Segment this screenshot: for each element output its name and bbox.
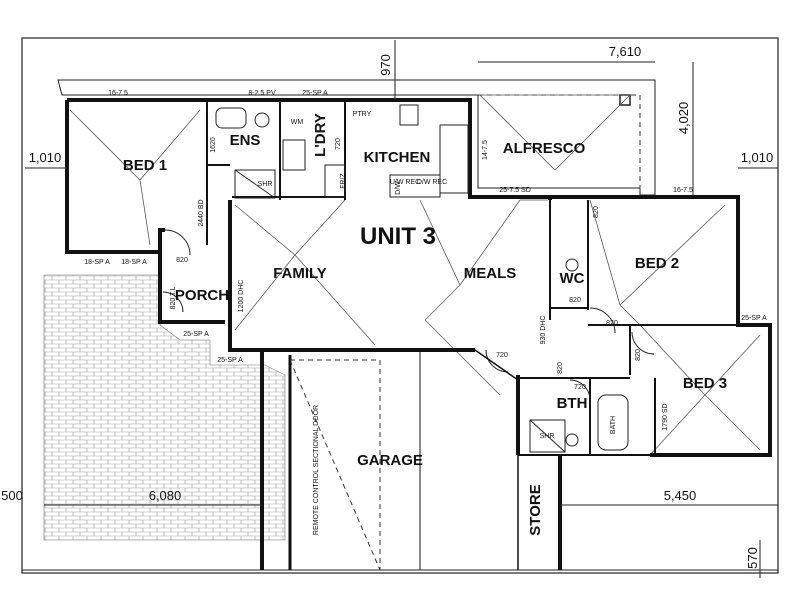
annotation-pantry: PTRY: [353, 111, 372, 118]
annotation-door-bed1: 820: [176, 257, 188, 264]
annotation-window-bed2: 16-7.5: [673, 187, 693, 194]
annotation-door-alfresco: 25-7.5 SD: [499, 187, 531, 194]
annotation-underbench-rec: U/W REC: [390, 179, 420, 186]
annotation-shower-ens: SHR: [258, 181, 273, 188]
annotation-door-wc-bottom: 820: [569, 297, 581, 304]
unit-title: UNIT 3: [360, 223, 436, 250]
annotation-opening-hall: 930 DHC: [540, 316, 547, 345]
annotation-door-wc-top: 820: [593, 206, 600, 218]
annotation-fridge: FR/Z: [340, 173, 347, 189]
room-label-wc: WC: [560, 270, 585, 287]
annotation-door-bed3: 820: [635, 349, 642, 361]
dimension-5450: 5,450: [664, 488, 697, 503]
annotation-bench-720: 720: [335, 138, 342, 150]
room-label-ens: ENS: [230, 132, 261, 149]
room-label-alfresco: ALFRESCO: [503, 140, 586, 157]
room-label-bed2: BED 2: [635, 255, 679, 272]
dimension-500: 500: [1, 488, 23, 503]
room-label-bed1: BED 1: [123, 157, 167, 174]
annotation-window-kitchen: 14-7.5: [482, 140, 489, 160]
annotation-robe-bed1: 2440 BD: [198, 199, 205, 226]
door-swings: [162, 229, 655, 401]
room-label-garage: GARAGE: [357, 452, 423, 469]
annotation-dishwasher: D/W: [395, 181, 402, 195]
room-label-porch: PORCH: [175, 287, 229, 304]
annotation-window-bed3: 25-SP A: [741, 315, 767, 322]
annotation-bath: BATH: [610, 416, 617, 434]
annotation-window-ens: 8-2.5 PV: [248, 90, 276, 97]
garage: [288, 349, 519, 571]
annotation-door-bth: 820: [557, 362, 564, 374]
annotation-window-garage: 25-SP A: [217, 357, 243, 364]
annotation-opening-family: 1200 DHC: [238, 280, 245, 313]
annotation-bench-1620: 1620: [210, 137, 217, 153]
annotation-door-porch: 820 T.L: [170, 286, 177, 309]
room-label-kitchen: KITCHEN: [364, 149, 431, 166]
annotation-garage-door: REMOTE CONTROL SECTIONAL DOOR: [313, 405, 320, 535]
annotation-window-bed1-b: 18-SP A: [121, 259, 147, 266]
dimension-1010-left: 1,010: [29, 150, 62, 165]
dimension-6080: 6,080: [149, 488, 182, 503]
interior-walls: [206, 100, 738, 456]
roof-outline: [57, 79, 761, 456]
annotation-window-laundry: 25-SP A: [302, 90, 328, 97]
annotation-window-bed1: 16-7.5: [108, 90, 128, 97]
dimension-4020: 4,020: [676, 102, 691, 135]
dimension-7610: 7,610: [609, 44, 642, 59]
annotation-shower-bth: SHR: [540, 433, 555, 440]
room-label-bed3: BED 3: [683, 375, 727, 392]
dimension-970: 970: [378, 54, 393, 76]
annotation-dishwasher-rec: D/W REC: [417, 179, 447, 186]
annotation-window-bed1-a: 18-SP A: [84, 259, 110, 266]
annotation-window-porch: 25-SP A: [183, 331, 209, 338]
annotation-door-bed3-sd: 1790 SD: [662, 403, 669, 430]
dimension-1010-right: 1,010: [741, 150, 774, 165]
exterior-walls: [65, 98, 772, 570]
room-label-laundry: L'DRY: [312, 113, 329, 157]
annotation-door-bed2: 820: [606, 320, 618, 327]
room-label-store: STORE: [527, 484, 544, 535]
room-label-bth: BTH: [557, 395, 588, 412]
annotation-door-garage-b: 720: [574, 384, 586, 391]
dimension-570: 570: [745, 547, 760, 569]
dimension-lines: [25, 40, 778, 578]
annotation-door-garage-a: 720: [496, 352, 508, 359]
sheet-frame: [21, 37, 779, 574]
annotation-washing-machine: WM: [291, 119, 304, 126]
room-label-family: FAMILY: [273, 265, 327, 282]
room-label-meals: MEALS: [464, 265, 517, 282]
